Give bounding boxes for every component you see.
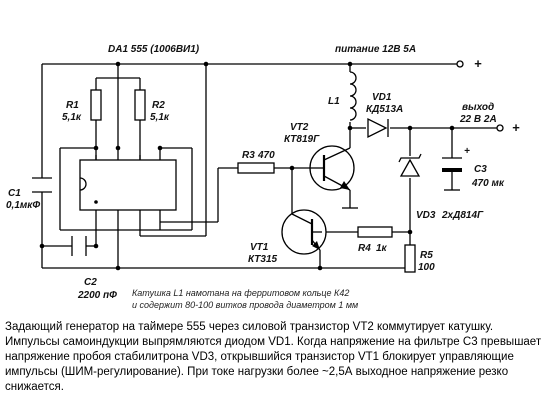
r2-value: 5,1к [150,112,170,123]
c3-value: 470 мк [471,178,505,189]
coil-note-line1: Катушка L1 намотана на ферритовом кольце… [132,288,349,298]
vt2-value: КТ819Г [284,134,320,145]
r1-value: 5,1к [62,112,82,123]
resistor-r2 [134,89,146,121]
output-label-line2: 22 В 2А [459,114,497,125]
r2-ref: R2 [152,100,165,111]
r3-ref: R3 [242,150,255,161]
r5-ref: R5 [420,250,433,261]
r4-ref: R4 [358,243,371,254]
resistor-r1 [90,89,102,121]
vt1-value: КТ315 [248,254,278,265]
r3-value: 470 [257,150,275,161]
zener-vd3 [398,153,422,177]
capacitor-c3 [442,157,462,172]
power-label: питание 12В 5А [335,44,416,55]
vd3-ref: VD3 [416,210,436,221]
vd1-ref: VD1 [372,92,392,103]
c1-value: 0,1мкФ [6,200,40,211]
resistor-r3 [237,162,275,174]
inductor-l1 [349,71,357,121]
capacitor-c2 [71,236,87,256]
c2-value: 2200 пФ [77,290,117,301]
diode-vd1 [367,117,389,139]
ic-label: DA1 555 (1006ВИ1) [108,44,200,55]
c3-ref: C3 [474,164,487,175]
resistor-r5 [404,244,416,273]
r1-ref: R1 [66,100,79,111]
ic-da1 [79,155,177,211]
c1-ref: C1 [8,188,21,199]
power-plus: + [474,56,482,71]
coil-note-line2: и содержит 80-100 витков провода диаметр… [132,300,358,310]
vd3-value: 2хД814Г [441,210,484,221]
capacitor-c1 [32,177,52,193]
r5-value: 100 [418,262,435,273]
description-text: Задающий генератор на таймере 555 через … [5,321,542,393]
vt2-ref: VT2 [290,122,309,133]
c3-plus: + [464,146,470,157]
resistor-r4 [357,226,393,238]
vd1-value: КД513А [366,104,403,115]
output-plus: + [512,120,520,135]
transistor-vt2 [309,145,355,191]
output-terminal [496,124,504,132]
junctions [39,61,455,271]
output-label-line1: выход [462,102,494,113]
circuit-schematic: DA1 555 (1006ВИ1) питание 12В 5А + выход… [6,44,520,310]
r4-value: 1к [376,243,388,254]
power-terminal [456,60,464,68]
l1-ref: L1 [328,96,340,107]
vt1-ref: VT1 [250,242,269,253]
transistor-vt1 [281,209,327,255]
c2-ref: C2 [84,277,97,288]
